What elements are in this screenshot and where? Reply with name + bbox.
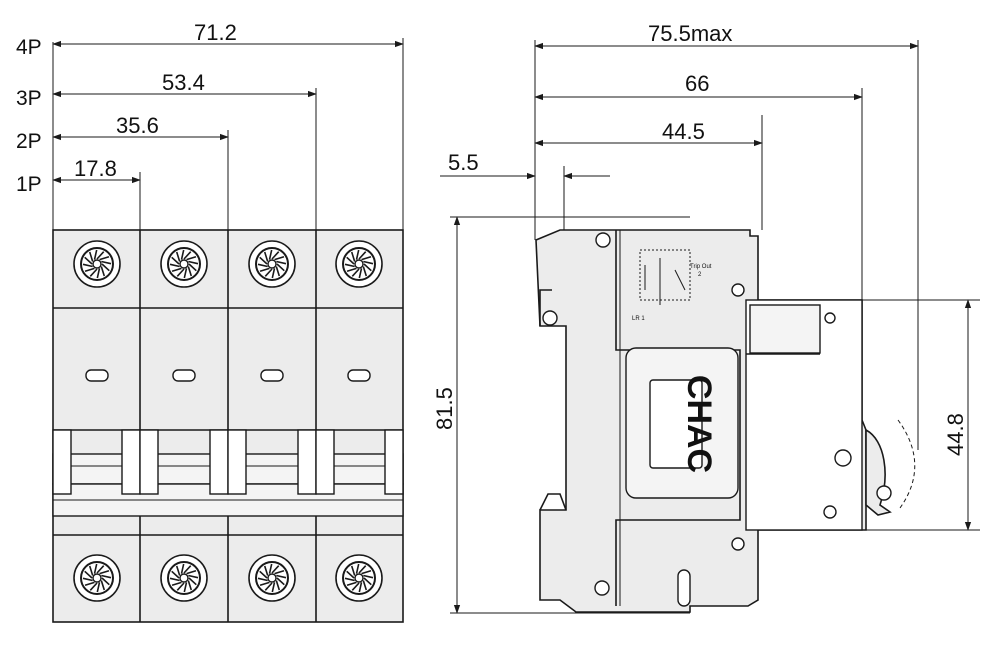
terminal-screw-icon: [160, 554, 208, 602]
front-view: 1P 2P 3P 4P 17.8 35.6 53.4 71.2: [16, 20, 404, 623]
depth-front-value: 44.5: [662, 119, 705, 144]
rivet-icon: [731, 283, 745, 297]
pole-label-1p: 1P: [16, 173, 42, 196]
pole-label-3p: 3P: [16, 87, 42, 110]
rail-offset-value: 5.5: [448, 150, 479, 175]
terminal-screws-top: [73, 240, 383, 288]
tag-trip-out: Trip Out: [690, 264, 712, 270]
terminal-screw-icon: [248, 240, 296, 288]
terminal-screw-icon: [160, 240, 208, 288]
terminal-screw-icon: [248, 554, 296, 602]
brand-text: CHAC: [680, 375, 718, 473]
terminal-screw-icon: [335, 240, 383, 288]
breaker-side-body: CHAC Trip Out 2 LR 1: [535, 229, 916, 613]
rivet-icon: [595, 232, 611, 248]
rivet-icon: [731, 537, 745, 551]
terminal-screws-bottom: [73, 554, 383, 602]
side-view: 75.5max 66 44.5 5.5 81.5 44.8 CHAC Trip …: [432, 21, 980, 614]
tag-trip-2: 2: [698, 272, 702, 278]
terminal-screw-icon: [73, 240, 121, 288]
height-value: 81.5: [432, 387, 457, 430]
indicator-window: [260, 369, 284, 382]
width-1p-value: 17.8: [74, 156, 117, 181]
terminal-screw-icon: [335, 554, 383, 602]
indicator-window: [85, 369, 109, 382]
toggle-lever: [865, 428, 892, 516]
width-4p-value: 71.2: [194, 20, 237, 45]
indicator-window: [347, 369, 371, 382]
rivet-icon: [823, 505, 837, 519]
circuit-schematic-icon: [639, 249, 691, 301]
depth-max-value: 75.5max: [648, 21, 732, 46]
width-2p-value: 35.6: [116, 113, 159, 138]
tag-lr: LR 1: [632, 316, 645, 322]
rivet-icon: [834, 449, 852, 467]
depth-value: 66: [685, 71, 709, 96]
indicator-window: [172, 369, 196, 382]
rivet-icon: [594, 580, 610, 596]
rivet-icon: [542, 310, 558, 326]
front-height-value: 44.8: [943, 413, 968, 456]
width-3p-value: 53.4: [162, 70, 205, 95]
pole-label-2p: 2P: [16, 130, 42, 153]
pole-label-4p: 4P: [16, 36, 42, 59]
pole-width-dimensions: 1P 2P 3P 4P 17.8 35.6 53.4 71.2: [16, 20, 404, 230]
terminal-screw-icon: [73, 554, 121, 602]
rivet-icon: [824, 312, 836, 324]
brand-plate: [649, 379, 703, 469]
breaker-front-body: [52, 229, 404, 623]
